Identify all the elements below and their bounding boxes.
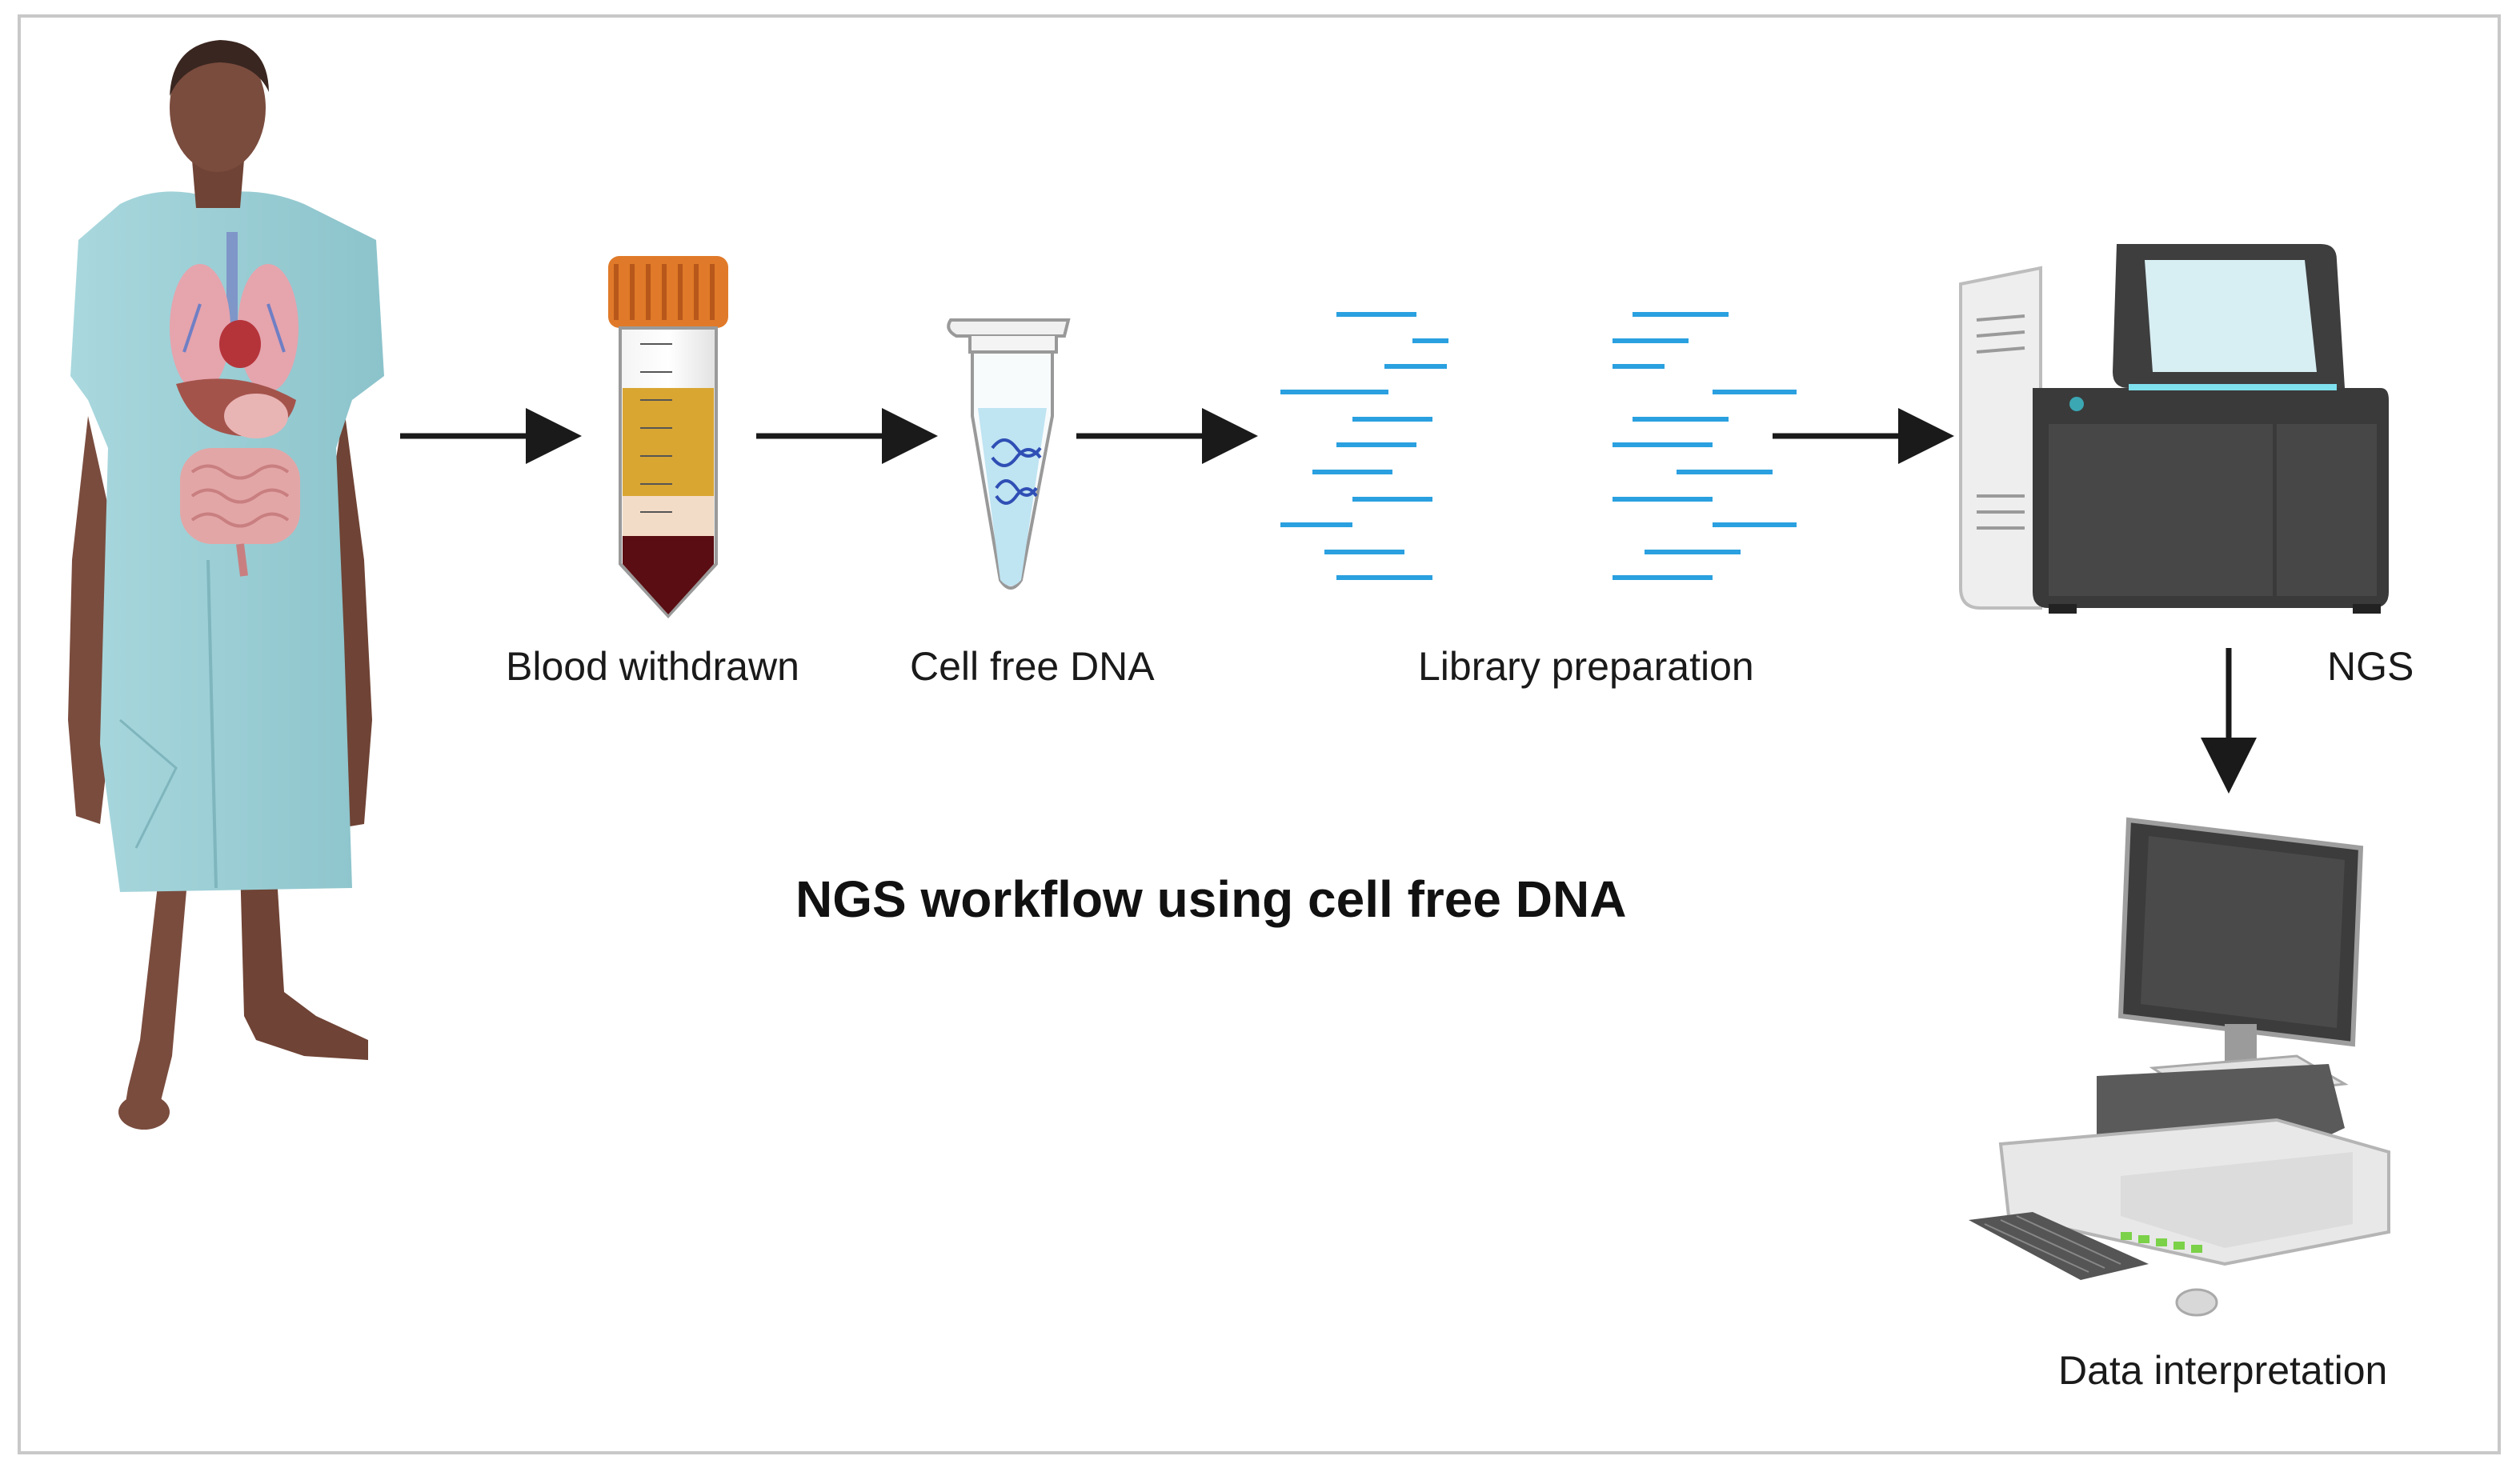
blood-tube-icon xyxy=(608,256,728,618)
computer-icon xyxy=(1969,817,2390,1317)
label-data-interpretation: Data interpretation xyxy=(2058,1348,2388,1393)
diagram-title: NGS workflow using cell free DNA xyxy=(795,870,1627,928)
microtube-icon xyxy=(947,318,1071,590)
dna-fragments-icon xyxy=(1280,312,1797,580)
sequencer-icon xyxy=(1959,244,2389,614)
label-blood-withdrawn: Blood withdrawn xyxy=(506,644,799,689)
label-library-preparation: Library preparation xyxy=(1418,644,1754,689)
label-ngs: NGS xyxy=(2327,644,2414,689)
flow-arrows xyxy=(400,408,2257,794)
patient-icon xyxy=(68,40,384,1130)
label-cell-free-dna: Cell free DNA xyxy=(910,644,1155,689)
